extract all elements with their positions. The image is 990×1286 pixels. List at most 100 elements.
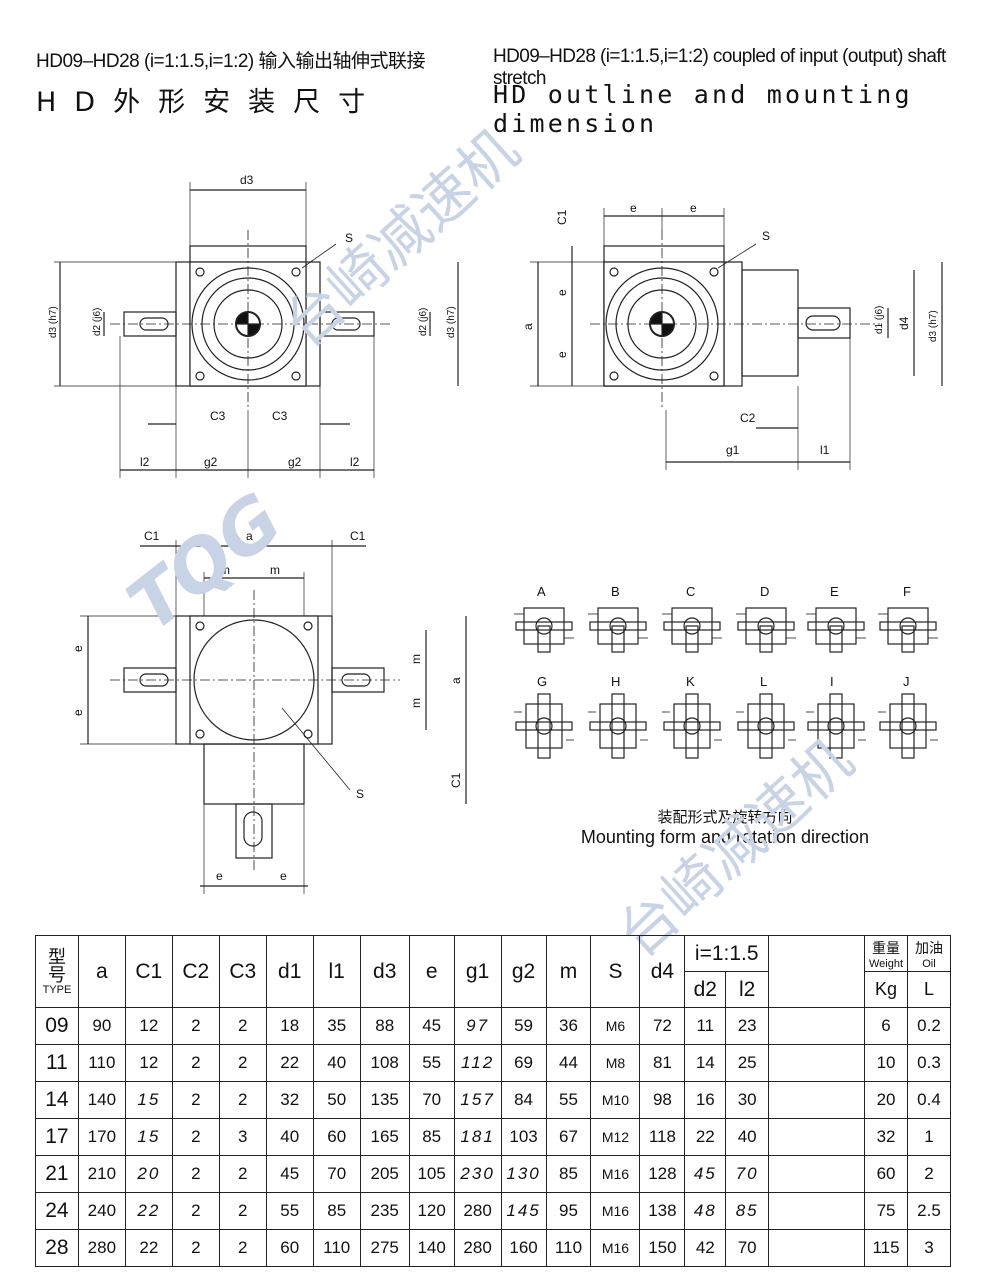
table-cell: 140 xyxy=(77,1081,126,1119)
table-cell: 18 xyxy=(265,1007,314,1045)
th-a: a xyxy=(77,935,126,1008)
mount-icon-top xyxy=(887,607,929,645)
table-cell: 85 xyxy=(408,1118,455,1156)
table-cell: 55 xyxy=(545,1081,592,1119)
table-cell: M10 xyxy=(590,1081,641,1119)
label-e-left-1: e xyxy=(71,645,85,652)
table-cell: 110 xyxy=(77,1044,126,1082)
table-cell: 28 xyxy=(35,1229,79,1267)
table-cell-blank xyxy=(768,1044,866,1082)
th-g2: g2 xyxy=(500,935,547,1008)
label-m-top-2: m xyxy=(270,563,280,577)
table-cell-blank xyxy=(768,1118,866,1156)
table-cell: 23 xyxy=(725,1007,770,1045)
table-cell: 25 xyxy=(725,1044,770,1082)
table-cell: 48 xyxy=(684,1192,727,1230)
table-cell: 6 xyxy=(864,1007,908,1045)
table-cell: 67 xyxy=(545,1118,592,1156)
table-cell: 22 xyxy=(684,1118,727,1156)
table-cell: 45 xyxy=(408,1007,455,1045)
mount-letter-i: I xyxy=(830,674,834,689)
table-cell: 35 xyxy=(312,1007,361,1045)
table-cell: 75 xyxy=(864,1192,908,1230)
table-cell: 2 xyxy=(218,1229,267,1267)
table-cell: 24 xyxy=(35,1192,79,1230)
table-cell: 275 xyxy=(359,1229,410,1267)
table-cell: 150 xyxy=(639,1229,686,1267)
mounting-diagrams xyxy=(514,607,938,759)
table-cell: 130 xyxy=(500,1155,547,1193)
th-e: e xyxy=(408,935,455,1008)
mount-letter-g: G xyxy=(537,674,547,689)
label-c3-right: C3 xyxy=(272,409,288,423)
label-d2j6-left: d2 (j6) xyxy=(92,308,103,336)
mount-letter-c: C xyxy=(686,584,695,599)
mounting-letters: A B C D E F G H K L I J xyxy=(537,584,911,689)
th-oil: 加油 Oil xyxy=(906,935,952,972)
label-g1: g1 xyxy=(726,443,740,457)
label-m-top-1: m xyxy=(220,563,230,577)
table-cell: 105 xyxy=(408,1155,455,1193)
table-cell-blank xyxy=(768,1007,866,1045)
table-cell: 157 xyxy=(453,1081,502,1119)
table-cell: 70 xyxy=(408,1081,455,1119)
label-c3-left: C3 xyxy=(210,409,226,423)
mount-letter-l: L xyxy=(760,674,767,689)
label-l2-left: l2 xyxy=(140,455,150,469)
label-d4: d4 xyxy=(897,316,911,330)
drawing-front-view xyxy=(54,182,459,478)
mount-letter-a: A xyxy=(537,584,546,599)
table-cell: 128 xyxy=(639,1155,686,1193)
th-d3: d3 xyxy=(359,935,410,1008)
table-cell: 12 xyxy=(124,1007,173,1045)
mount-icon-top xyxy=(671,607,713,645)
label-e-bottom-1: e xyxy=(216,869,223,883)
spec-table: 型号 TYPE a C1 C2 C3 d1 l1 d3 e g1 g2 m S … xyxy=(35,935,952,1267)
table-cell: M8 xyxy=(590,1044,641,1082)
mount-icon-top xyxy=(745,607,787,645)
table-cell: 17 xyxy=(35,1118,79,1156)
table-cell: 85 xyxy=(545,1155,592,1193)
table-cell-blank xyxy=(768,1081,866,1119)
table-cell: M6 xyxy=(590,1007,641,1045)
label-l1: l1 xyxy=(820,443,830,457)
table-cell: 84 xyxy=(500,1081,547,1119)
table-cell-blank xyxy=(768,1155,866,1193)
th-s: S xyxy=(590,935,641,1008)
table-cell: 40 xyxy=(312,1044,361,1082)
table-cell: 70 xyxy=(725,1229,770,1267)
mount-icon-top xyxy=(523,607,565,645)
label-d2j6-right: d2 (j6) xyxy=(418,308,429,336)
table-cell: 97 xyxy=(453,1007,502,1045)
table-cell: 170 xyxy=(77,1118,126,1156)
table-cell: 2 xyxy=(218,1007,267,1045)
table-cell: 88 xyxy=(359,1007,410,1045)
table-cell: 0.2 xyxy=(906,1007,952,1045)
table-cell: 70 xyxy=(312,1155,361,1193)
table-cell: 1 xyxy=(906,1118,952,1156)
table-cell: 181 xyxy=(453,1118,502,1156)
technical-drawings: d3 S d3 (h7) d2 (j6) d2 (j6) d3 (h7) C3 … xyxy=(48,173,943,894)
table-cell: 70 xyxy=(725,1155,770,1193)
th-l2: l2 xyxy=(725,971,770,1008)
table-cell: 45 xyxy=(684,1155,727,1193)
th-l1: l1 xyxy=(312,935,361,1008)
table-cell: 2 xyxy=(171,1155,220,1193)
table-cell: 50 xyxy=(312,1081,361,1119)
label-c1-right: C1 xyxy=(449,772,463,788)
table-cell: 2 xyxy=(218,1081,267,1119)
table-cell: 09 xyxy=(35,1007,79,1045)
table-cell: 2 xyxy=(171,1229,220,1267)
label-c1-side: C1 xyxy=(555,209,569,225)
table-cell: 160 xyxy=(500,1229,547,1267)
th-g1: g1 xyxy=(453,935,502,1008)
table-cell: 22 xyxy=(265,1044,314,1082)
label-e-bottom-2: e xyxy=(280,869,287,883)
title-en-small: HD09–HD28 (i=1:1.5,i=1:2) coupled of inp… xyxy=(493,46,946,89)
table-cell: 2 xyxy=(171,1081,220,1119)
table-cell-blank xyxy=(768,1192,866,1230)
table-cell: 0.4 xyxy=(906,1081,952,1119)
table-cell: 22 xyxy=(124,1229,173,1267)
